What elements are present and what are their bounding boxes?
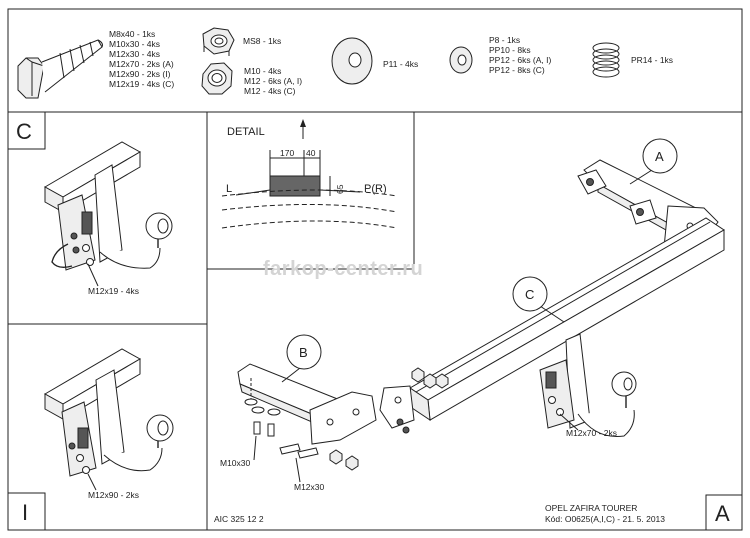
m12x30-label: M12x30 (294, 482, 325, 492)
callout-a-leader (629, 169, 653, 185)
footer-variant-letter: A (715, 501, 730, 526)
detail-right-label: P(R) (364, 183, 387, 195)
detail-dim-b: 40 (306, 148, 316, 158)
callout-c-letter: C (525, 287, 534, 302)
small-washer-spec-1: P8 - 1ks (489, 35, 520, 45)
square-nut-spec: MS8 - 1ks (243, 36, 281, 46)
main-crossbar (409, 217, 725, 422)
mounting-bracket-b (237, 363, 415, 445)
callout-a-circle (642, 138, 678, 174)
bolt-spec-1: M8x40 - 1ks (109, 29, 155, 39)
variant-i-bolt-label: M12x90 - 2ks (88, 490, 139, 500)
nut-spec-2: M12 - 6ks (A, I) (244, 76, 302, 86)
variant-c-towbar-illustration (43, 141, 173, 271)
m10x30-leader (253, 435, 257, 461)
detail-profile-section (269, 175, 321, 197)
m10x30-label: M10x30 (220, 458, 251, 468)
small-washer-icon (449, 46, 473, 74)
large-washer-icon (331, 37, 373, 85)
hex-nut-icon (201, 62, 233, 95)
m12x70-label: M12x70 - 2ks (566, 428, 617, 438)
callout-c-circle (512, 276, 548, 312)
bolt-spec-5: M12x90 - 2ks (I) (109, 69, 171, 79)
callout-c-leader (539, 305, 565, 323)
footer-variant-box (705, 494, 743, 531)
bolt-spec-2: M10x30 - 4ks (109, 39, 160, 49)
detail-dimension-lines (269, 150, 331, 196)
variant-i-box (7, 492, 46, 531)
bolt-spec-3: M12x30 - 4ks (109, 49, 160, 59)
arrow-up-icon (300, 119, 306, 127)
m12x70-leader (559, 413, 579, 431)
callout-b-circle (286, 334, 322, 370)
bolt-spec-4: M12x70 - 2ks (A) (109, 59, 174, 69)
variant-c-bolt-label: M12x19 - 4ks (88, 286, 139, 296)
square-nut-icon (202, 27, 235, 56)
fastener-stack-right (396, 367, 449, 434)
detail-dim-v: 65 (335, 184, 345, 194)
detail-frame (206, 111, 415, 270)
footer-model: OPEL ZAFIRA TOURER (545, 503, 637, 513)
small-washer-spec-2: PP10 - 8ks (489, 45, 531, 55)
variant-i-letter: I (22, 500, 28, 525)
callout-b-leader (281, 367, 301, 383)
small-washer-spec-4: PP12 - 8ks (C) (489, 65, 545, 75)
variant-c-box (7, 111, 46, 150)
m12x30-leader (295, 457, 301, 483)
nut-spec-1: M10 - 4ks (244, 66, 281, 76)
fastener-stack-left (244, 378, 359, 471)
callout-a-letter: A (655, 149, 664, 164)
watermark: farkop-center.ru (263, 258, 423, 280)
detail-left-label: L (226, 183, 232, 195)
callout-b-letter: B (299, 345, 308, 360)
bolt-spec-6: M12x19 - 4ks (C) (109, 79, 174, 89)
detail-dim-a: 170 (280, 148, 294, 158)
detail-title: DETAIL (227, 126, 265, 138)
detail-bumper-curves (221, 189, 398, 229)
variant-c-letter: C (16, 119, 32, 144)
spring-washer-spec: PR14 - 1ks (631, 55, 673, 65)
footer-drawing-code: AIC 325 12 2 (214, 514, 264, 524)
small-washer-spec-3: PP12 - 6ks (A, I) (489, 55, 552, 65)
variant-c-leader (87, 263, 99, 287)
nut-spec-3: M12 - 4ks (C) (244, 86, 296, 96)
main-ball-mount (539, 333, 637, 438)
large-washer-spec: P11 - 4ks (383, 59, 418, 69)
bolt-icon (17, 39, 103, 99)
spring-washer-icon (592, 42, 620, 78)
variant-i-towbar-illustration (43, 348, 174, 477)
footer-kod: Kód: O0625(A,I,C) - 21. 5. 2013 (545, 514, 665, 524)
variant-i-leader (87, 473, 97, 491)
outer-frame (7, 8, 743, 531)
